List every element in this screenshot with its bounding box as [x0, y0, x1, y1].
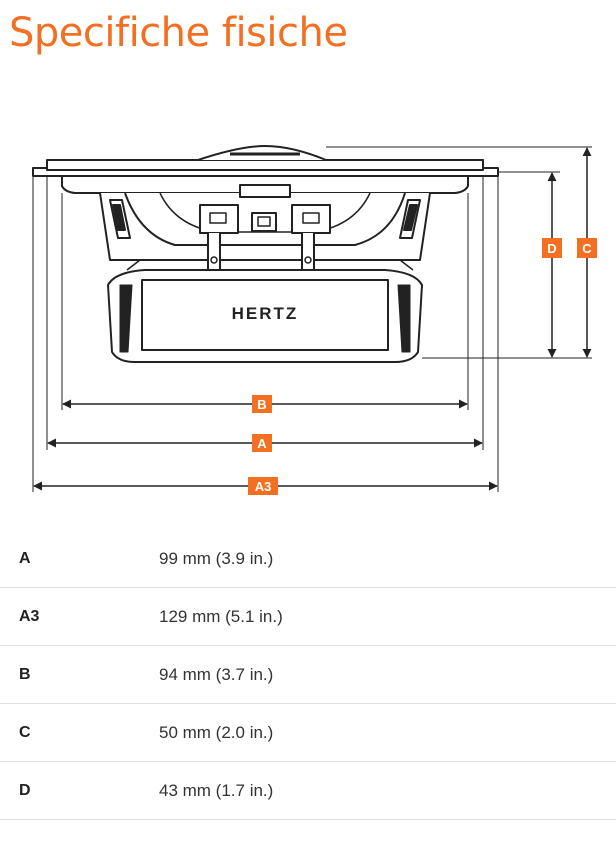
spec-value: 50 mm (2.0 in.) — [159, 723, 274, 742]
label-a3: A3 — [248, 477, 278, 495]
spec-value: 99 mm (3.9 in.) — [159, 549, 274, 568]
svg-text:A3: A3 — [255, 479, 272, 494]
spec-value: 129 mm (5.1 in.) — [159, 607, 283, 626]
svg-text:C: C — [582, 241, 592, 256]
page-title: Specifiche fisiche — [9, 10, 348, 56]
spec-value: 43 mm (1.7 in.) — [159, 781, 274, 800]
label-d: D — [542, 238, 562, 258]
spec-key: D — [19, 782, 31, 799]
spec-row-b: B 94 mm (3.7 in.) — [0, 646, 616, 704]
extension-lines — [32, 146, 592, 492]
brand-logo: HERTZ — [232, 304, 299, 323]
speaker-dimension-diagram: HERTZ B A A3 D C — [32, 145, 597, 495]
spec-row-a3: A3 129 mm (5.1 in.) — [0, 588, 616, 646]
svg-text:B: B — [257, 397, 266, 412]
spec-key: B — [19, 666, 31, 683]
svg-text:D: D — [547, 241, 556, 256]
spec-row-c: C 50 mm (2.0 in.) — [0, 704, 616, 762]
spec-row-d: D 43 mm (1.7 in.) — [0, 762, 616, 820]
svg-text:A: A — [257, 436, 267, 451]
spec-row-a: A 99 mm (3.9 in.) — [0, 530, 616, 588]
spec-value: 94 mm (3.7 in.) — [159, 665, 274, 684]
speaker-side-view — [32, 145, 499, 363]
spec-key: A3 — [19, 608, 40, 625]
spec-key: C — [19, 724, 31, 741]
label-c: C — [577, 238, 597, 258]
specs-table: A 99 mm (3.9 in.) A3 129 mm (5.1 in.) B … — [0, 530, 616, 820]
label-a: A — [252, 434, 272, 452]
label-b: B — [252, 395, 272, 413]
spec-key: A — [19, 550, 31, 567]
